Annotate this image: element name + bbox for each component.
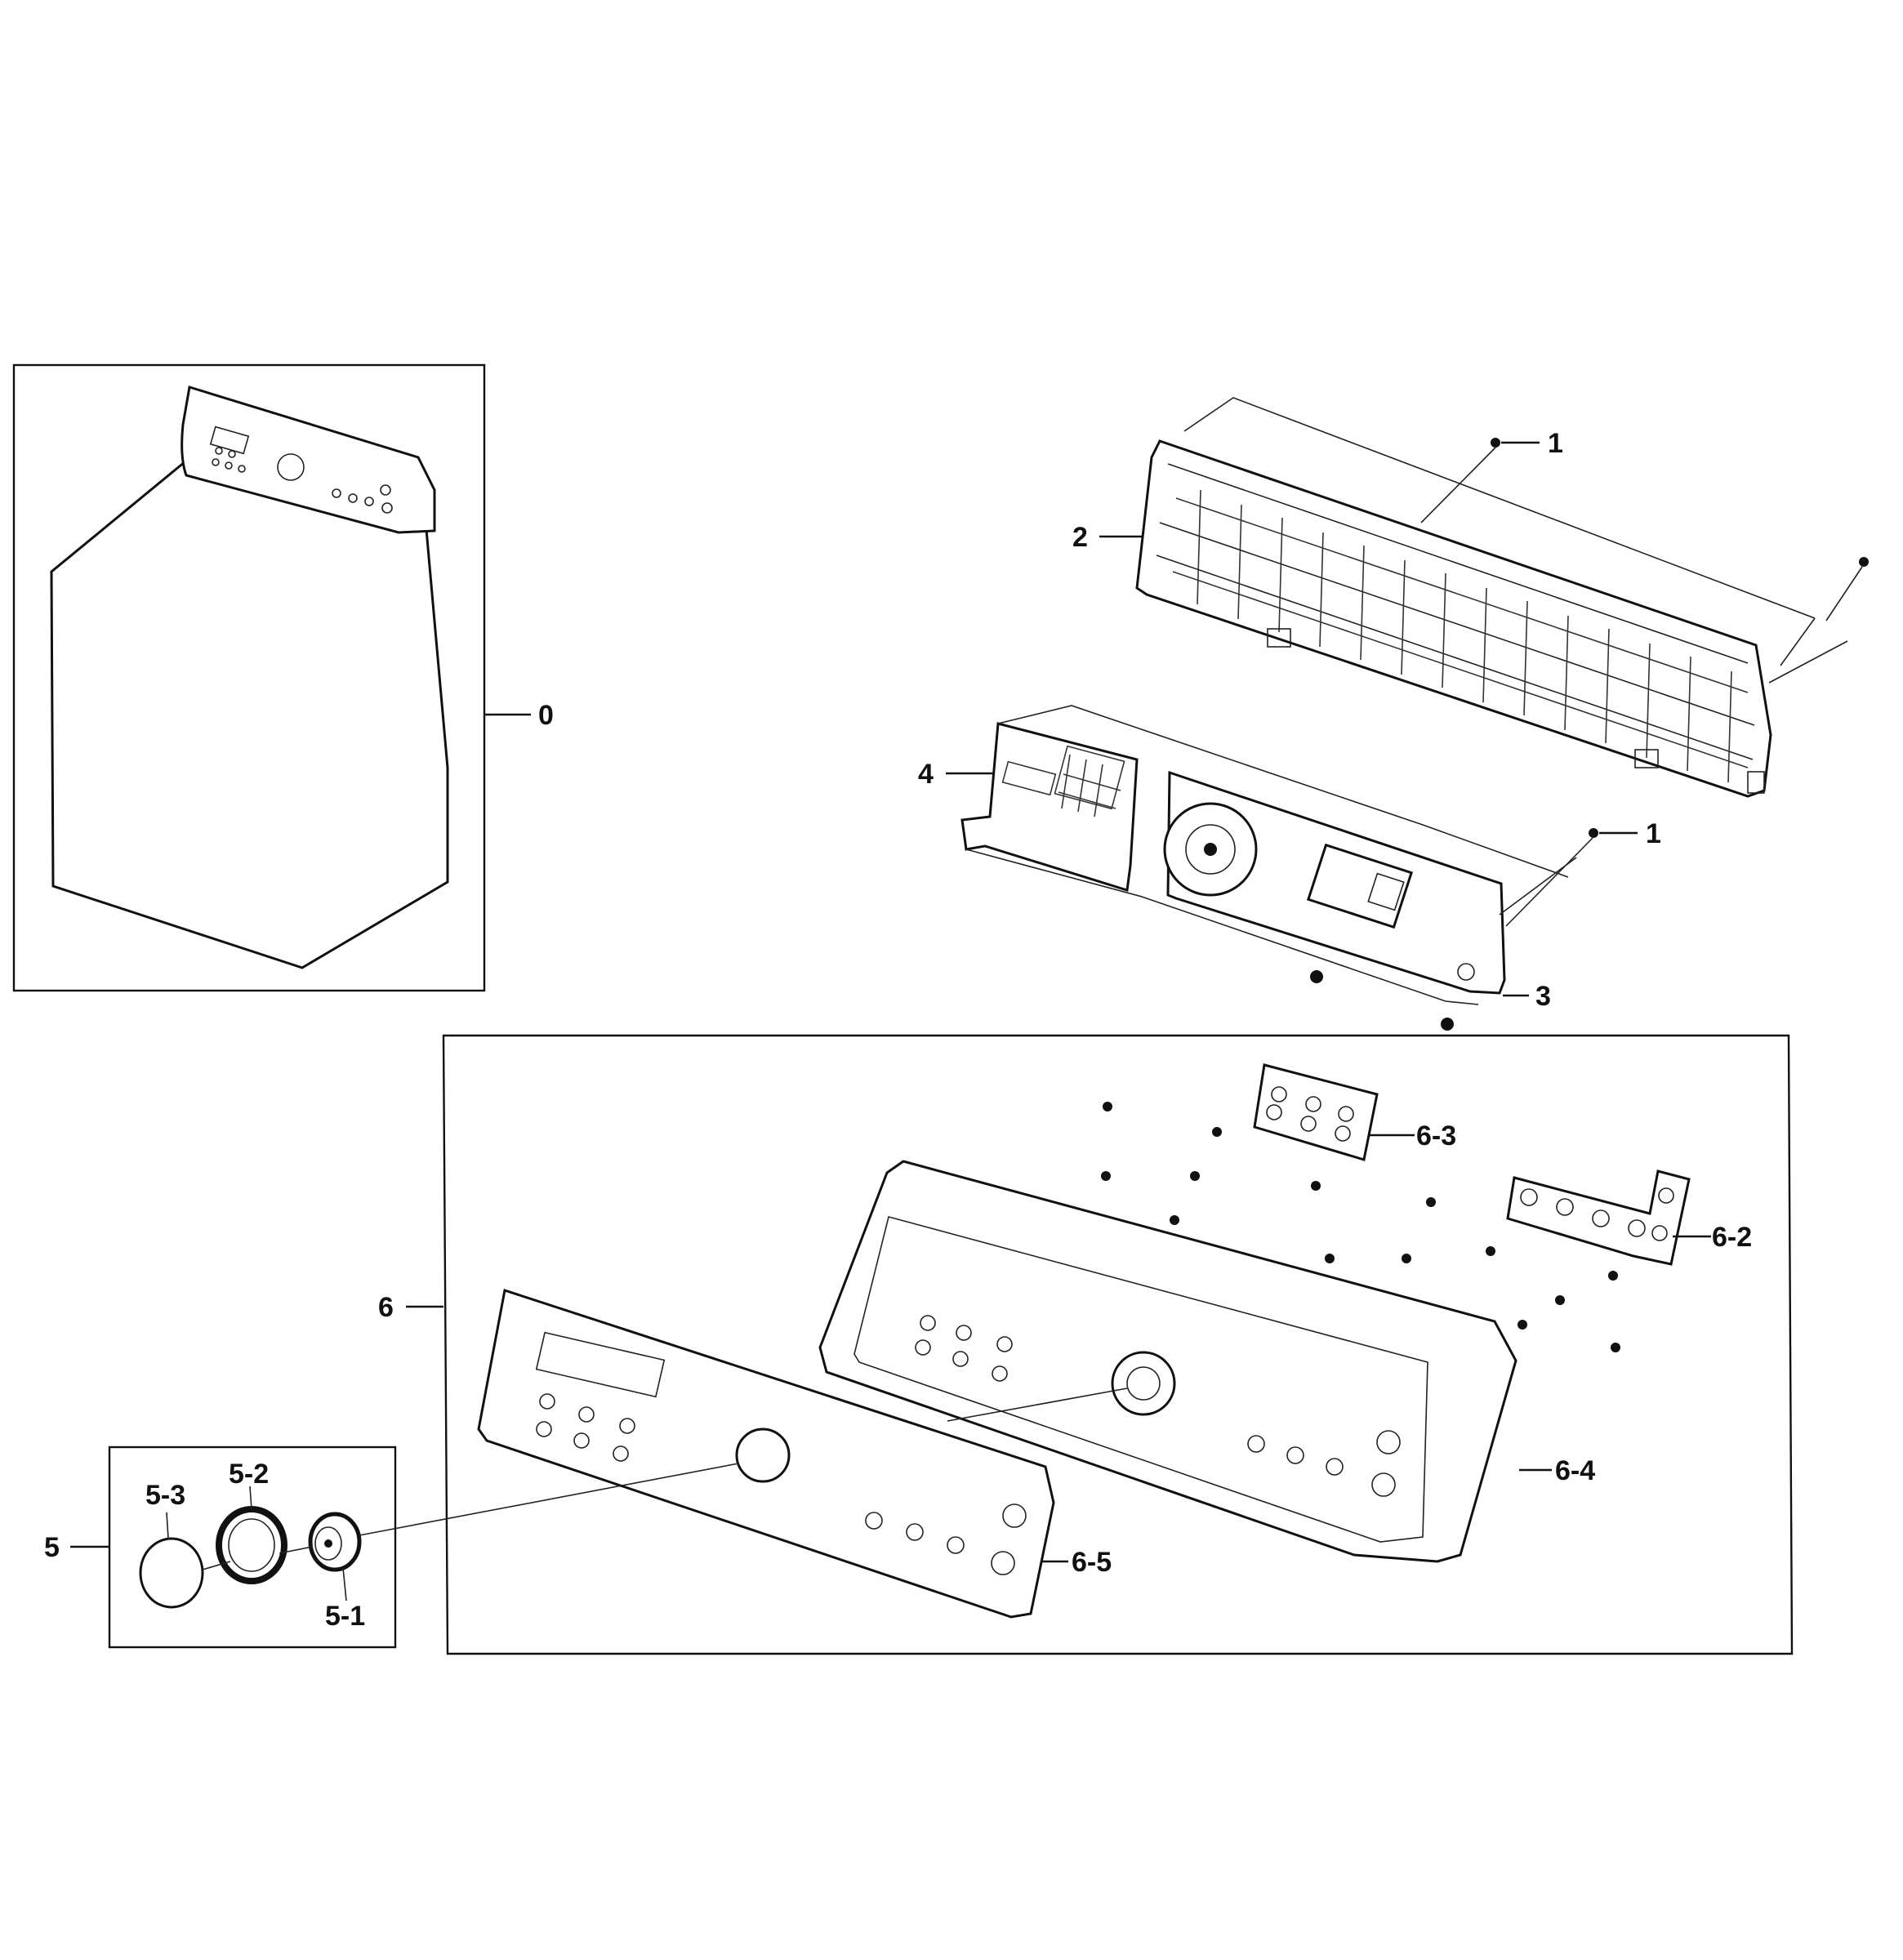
holder-display	[960, 722, 1139, 892]
callout-0: 0	[538, 700, 554, 731]
washer-console-buttons	[212, 447, 393, 514]
panel-box-frame	[442, 1034, 1794, 1655]
washer-body	[50, 452, 449, 969]
knob-base	[308, 1512, 362, 1572]
callout-6-5: 6-5	[1072, 1547, 1112, 1578]
pcb-sub-right	[1506, 1169, 1691, 1266]
knob-assembly-group: 5 5-3 5-2 5-1	[44, 1446, 739, 1649]
knob-cap	[139, 1537, 204, 1609]
decal-knob-hole	[735, 1428, 791, 1483]
callout-6: 6	[378, 1292, 394, 1323]
callout-1-pcb: 1	[1646, 818, 1661, 849]
callout-5-3: 5-3	[145, 1480, 185, 1511]
callout-5-2: 5-2	[229, 1459, 269, 1490]
control-panel-buttons	[915, 1315, 1401, 1497]
callout-6-3: 6-3	[1416, 1120, 1456, 1152]
decal-display-window	[535, 1331, 666, 1398]
frame-control-group: 1 2	[1072, 397, 1869, 798]
holder-keys	[1001, 745, 1125, 817]
frame-grid	[1172, 489, 1749, 783]
washer-console-display	[209, 425, 250, 455]
washer-assembly-group: 0	[12, 363, 554, 992]
washer-box-frame	[12, 363, 486, 992]
panel-screws	[1101, 1102, 1620, 1352]
washer-console-knob	[277, 453, 305, 481]
callout-2: 2	[1072, 522, 1088, 553]
callout-6-4: 6-4	[1555, 1455, 1595, 1486]
control-panel-window	[853, 1216, 1428, 1543]
control-panel-knob-hole	[1111, 1351, 1176, 1416]
callout-3: 3	[1535, 981, 1551, 1012]
frame-control	[1135, 439, 1772, 798]
callout-5: 5	[44, 1532, 60, 1563]
callout-4: 4	[918, 759, 934, 790]
decal-buttons	[536, 1393, 1027, 1575]
pcb-assembly-group: 1 3 4	[918, 705, 1661, 1031]
washer-console	[180, 385, 436, 534]
callout-6-2: 6-2	[1712, 1222, 1752, 1253]
panel-assembly-group: 6 6-3 6-2	[378, 1034, 1794, 1655]
callout-1-top: 1	[1548, 428, 1563, 459]
pcb-sub-top	[1253, 1063, 1379, 1161]
callout-5-1: 5-1	[325, 1601, 365, 1632]
control-panel	[818, 1160, 1517, 1563]
